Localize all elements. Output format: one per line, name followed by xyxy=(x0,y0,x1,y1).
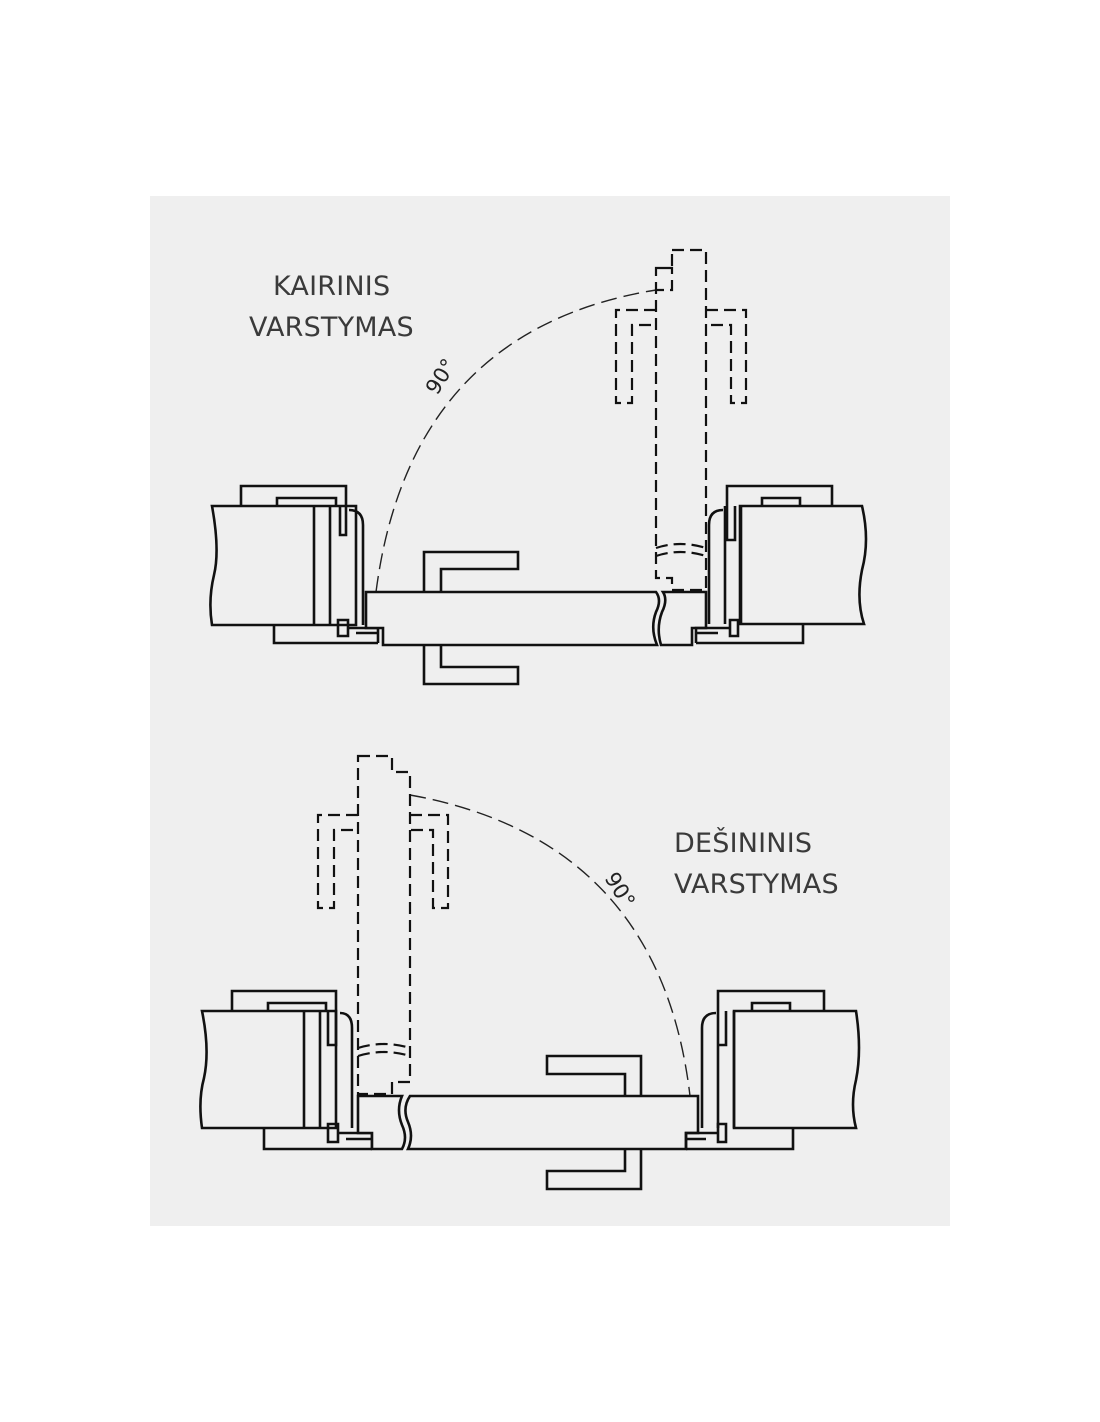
left-swing-arc xyxy=(375,289,657,593)
left-wall-b xyxy=(199,1009,338,1130)
right-title-line2: VARSTYMAS xyxy=(674,869,839,900)
right-wall-a xyxy=(738,504,868,626)
right-hinge-b xyxy=(684,1122,728,1149)
right-swing-diagram: 90° xyxy=(199,754,861,1191)
right-frame-b xyxy=(686,989,826,1151)
right-handle-open-b xyxy=(410,813,450,910)
left-handle-bottom xyxy=(422,645,520,686)
left-door-closed xyxy=(364,590,661,647)
left-door-open xyxy=(654,248,708,592)
right-wall-b xyxy=(732,1009,861,1130)
left-angle-label: 90° xyxy=(421,354,461,398)
left-frame-b xyxy=(230,989,372,1151)
right-title-line1: DEŠININIS xyxy=(674,828,813,859)
right-frame-a xyxy=(696,484,834,645)
left-handle-open-b xyxy=(706,308,748,405)
right-handle-bottom xyxy=(545,1149,643,1191)
right-angle-label: 90° xyxy=(600,868,640,912)
left-wall-a xyxy=(209,504,358,627)
left-title-line2: VARSTYMAS xyxy=(249,312,414,343)
right-handle-open-a xyxy=(316,813,358,910)
right-swing-arc xyxy=(409,794,691,1097)
right-door-closed-tail xyxy=(356,1094,407,1151)
left-frame-a xyxy=(239,484,378,645)
left-title-line1: KAIRINIS xyxy=(273,271,391,302)
left-door-closed-tail xyxy=(657,590,708,647)
left-handle-top xyxy=(422,550,520,592)
right-door-closed xyxy=(404,1094,700,1151)
left-handle-open-a xyxy=(614,308,656,405)
right-door-open-break xyxy=(357,1042,411,1058)
right-handle-top xyxy=(545,1054,643,1096)
left-door-open-break xyxy=(655,542,707,558)
right-door-open xyxy=(356,754,412,1096)
right-hinge-a xyxy=(694,618,740,643)
left-swing-diagram: 90° xyxy=(209,248,868,686)
